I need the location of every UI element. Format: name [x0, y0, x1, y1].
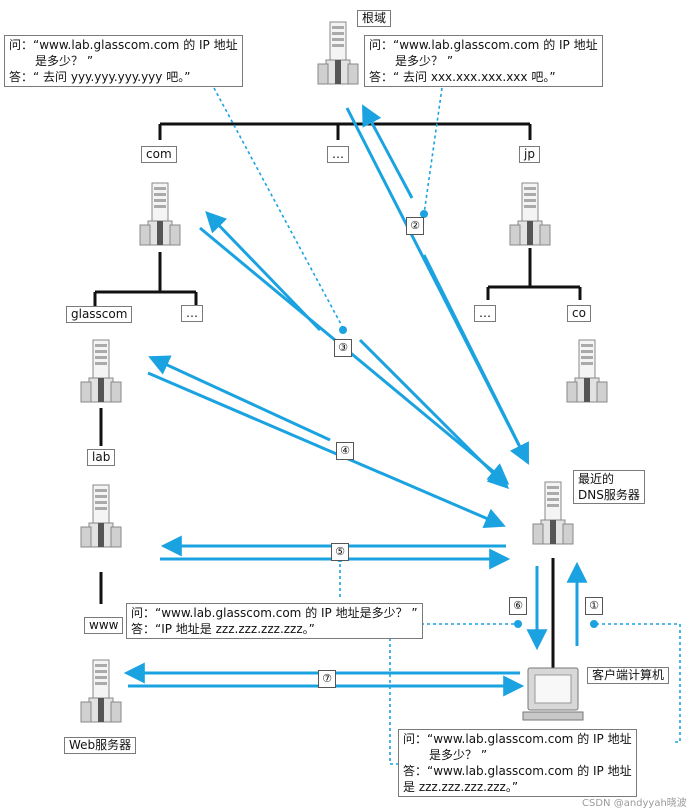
dialog-question-cont: 是多少？ ”	[395, 54, 454, 68]
dialog-question: 问：“www.lab.glasscom.com 的 IP 地址	[369, 38, 598, 52]
server-icon	[317, 21, 359, 85]
arrow-4-up	[148, 355, 331, 442]
dialog-answer: 答：“www.lab.glasscom.com 的 IP 地址	[403, 764, 632, 778]
dialog-answer: 答：“ 去问 xxx.xxx.xxx.xxx 吧。”	[369, 70, 556, 84]
root-left-dialog: 问：“www.lab.glasscom.com 的 IP 地址 是多少？ ” 答…	[4, 35, 243, 87]
root-ellipsis-label: …	[327, 146, 349, 163]
root-right-dialog: 问：“www.lab.glasscom.com 的 IP 地址 是多少？ ” 答…	[364, 35, 603, 87]
arrow-3-in	[199, 226, 510, 485]
dialog-answer: 答：“ 去问 yyy.yyy.yyy.yyy 吧。”	[9, 70, 191, 84]
root-label: 根域	[357, 10, 392, 27]
dialog-answer-cont: 是 zzz.zzz.zzz.zzz。”	[403, 780, 519, 794]
lab-label: lab	[87, 449, 116, 466]
step-4-badge: ④	[336, 442, 354, 460]
client-label: 客户端计算机	[587, 667, 670, 684]
glasscom-label: glasscom	[66, 306, 133, 323]
server-icon	[532, 481, 574, 545]
nearest-dns-line1: 最近的	[578, 472, 615, 486]
computer-icon	[522, 667, 584, 721]
arrow-4-in	[147, 371, 506, 529]
tree-lines	[93, 122, 582, 668]
server-icon	[566, 339, 608, 403]
jp-ellipsis-label: …	[474, 305, 496, 322]
step-2-badge: ②	[406, 217, 424, 235]
server-icon	[80, 339, 122, 403]
com-label: com	[141, 146, 177, 163]
server-icon	[509, 182, 551, 246]
nearest-dns-label: 最近的 DNS服务器	[573, 470, 645, 504]
jp-label: jp	[519, 146, 540, 163]
client-dialog: 问：“www.lab.glasscom.com 的 IP 地址 是多少？ ” 答…	[398, 729, 637, 797]
www-label: www	[84, 617, 124, 634]
server-icon	[80, 659, 122, 723]
step-1-badge: ①	[585, 597, 603, 615]
step-5-badge: ⑤	[331, 543, 349, 561]
step-3-badge: ③	[334, 339, 352, 357]
dialog-answer: 答：“IP 地址是 zzz.zzz.zzz.zzz。”	[131, 622, 315, 636]
web-server-label: Web服务器	[64, 737, 137, 754]
server-icon	[80, 484, 122, 548]
server-icon	[139, 182, 181, 246]
dialog-question-cont: 是多少？ ”	[35, 54, 94, 68]
dialog-question-cont: 是多少？ ”	[429, 748, 488, 762]
arrow-2b	[422, 254, 529, 465]
step-6-badge: ⑥	[509, 597, 527, 615]
dialog-question: 问：“www.lab.glasscom.com 的 IP 地址	[9, 38, 238, 52]
dialog-question: 问：“www.lab.glasscom.com 的 IP 地址	[403, 732, 632, 746]
lab-dialog: 问：“www.lab.glasscom.com 的 IP 地址是多少？ ” 答：…	[126, 603, 423, 639]
callout-lines	[213, 87, 681, 765]
com-ellipsis-label: …	[181, 305, 203, 322]
step-7-badge: ⑦	[318, 670, 336, 688]
arrow-2-up	[362, 104, 414, 199]
watermark: CSDN @andyyah晓波	[582, 798, 687, 809]
dialog-question: 问：“www.lab.glasscom.com 的 IP 地址是多少？ ”	[131, 606, 418, 620]
callout-dots	[336, 210, 598, 628]
nearest-dns-line2: DNS服务器	[578, 488, 640, 502]
co-label: co	[567, 305, 591, 322]
arrow-3b	[358, 338, 509, 489]
